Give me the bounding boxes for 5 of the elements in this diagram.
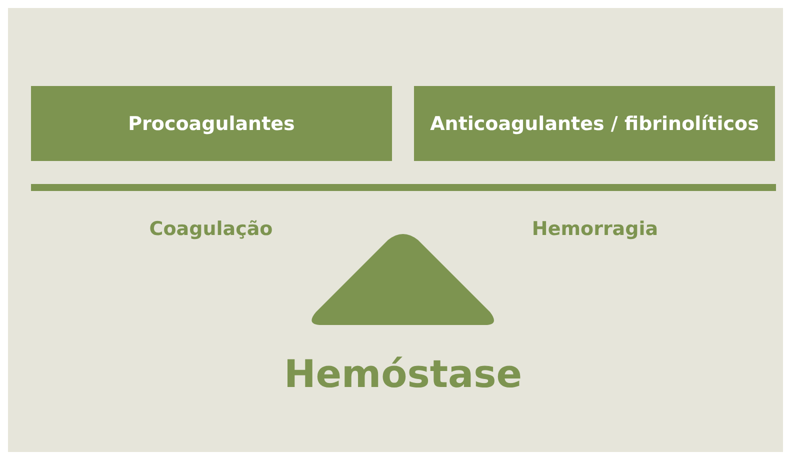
center-label: Hemóstase: [284, 352, 522, 396]
weight-box: Anticoagulantes / fibrinolíticos: [414, 86, 775, 161]
side-label: Coagulação: [149, 218, 273, 240]
weight-box: Procoagulantes: [31, 86, 392, 161]
side-label: Hemorragia: [532, 218, 658, 240]
